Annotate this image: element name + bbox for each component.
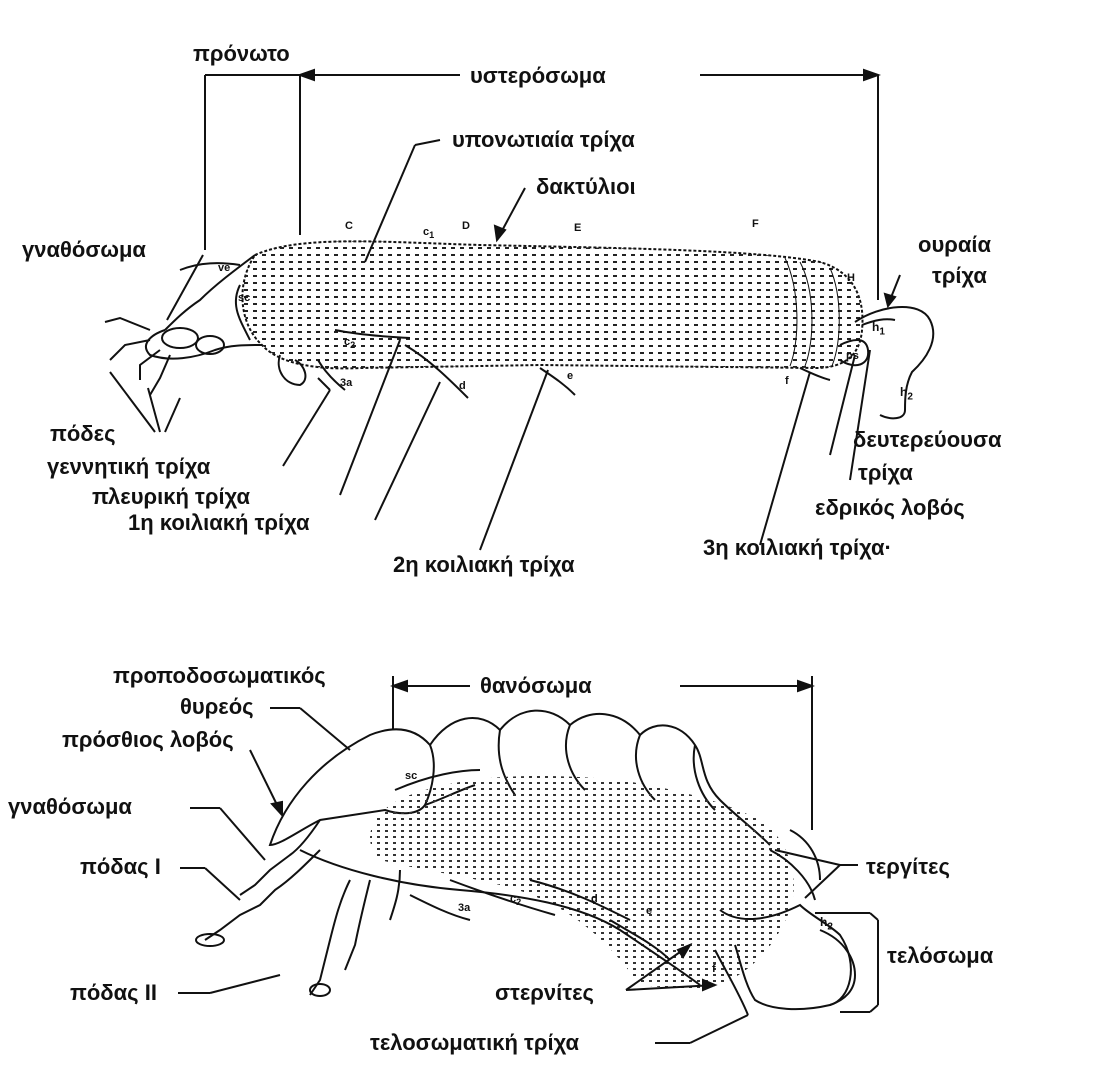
leader-koiliaki3 [760,372,810,545]
code-d-bottom: d [591,893,598,905]
code-f: f [785,375,789,387]
code-f-bottom: f [712,963,716,975]
code-e-bottom: e [646,905,652,917]
label-deutereuousa-1: δευτερεύουσα [853,428,1002,452]
code-3a-bottom: 3a [458,902,470,914]
label-koiliaki1: 1η κοιλιακή τρίχα [128,511,310,535]
label-ysterosoma: υστερόσωμα [470,64,606,88]
label-pleuriki: πλευρική τρίχα [92,485,250,509]
label-podas1: πόδας I [80,855,161,879]
label-yponotiaia: υπονωτιαία τρίχα [452,128,635,152]
leader-koiliaki1 [375,382,440,520]
label-gennitiki: γεννητική τρίχα [47,455,210,479]
code-3a: 3a [340,377,352,389]
code-H: H [847,272,855,284]
code-C: C [345,220,353,232]
label-koiliaki3: 3η κοιλιακή τρίχα· [703,536,892,560]
code-h2: h2 [900,385,913,402]
code-E: E [574,222,581,234]
label-gnathosoma-top: γναθόσωμα [22,238,146,262]
label-telosoma: τελόσωμα [887,944,993,968]
label-prosthios: πρόσθιος λοβός [62,728,234,752]
code-F: F [752,218,759,230]
label-propodosomatikos: προποδοσωματικός [113,664,326,688]
code-d: d [459,380,466,392]
leader-deutereuousa [830,355,855,455]
code-D: D [462,220,470,232]
label-thyreos: θυρεός [180,695,254,719]
code-ps: ps [846,350,859,362]
label-podas2: πόδας II [70,981,157,1005]
label-koiliaki2: 2η κοιλιακή τρίχα [393,553,575,577]
label-daktylioi: δακτύλιοι [536,175,636,199]
leader-koiliaki2 [480,370,548,550]
code-h1: h1 [872,320,885,337]
code-h2-bottom: h2 [820,915,833,932]
leader-yponotiaia [415,140,440,145]
seta-ve [180,263,240,270]
code-ve: ve [218,262,230,274]
label-deutereuousa-2: τρίχα [858,461,913,485]
code-c1: c1 [423,226,434,240]
leader-gennitiki [283,390,330,466]
code-sc: sc [238,292,250,304]
code-c2: c2 [344,336,355,350]
code-sc-bottom: sc [405,770,417,782]
code-c2-bottom: c2 [510,893,521,907]
label-podes: πόδες [50,422,116,446]
label-edrikos: εδρικός λοβός [815,496,965,520]
label-ouraia-2: τρίχα [932,264,987,288]
label-thanosoma: θανόσωμα [480,674,592,698]
seta-f [800,368,830,380]
label-pronoto: πρόνωτο [193,42,290,66]
label-telosomatiki: τελοσωματική τρίχα [370,1031,579,1055]
code-e: e [567,370,573,382]
label-gnathosoma-bottom: γναθόσωμα [8,795,132,819]
label-sternites: στερνίτες [495,981,594,1005]
label-ouraia-1: ουραία [918,233,991,257]
seta-h2-bottom [820,930,855,1005]
label-tergites: τεργίτες [866,855,950,879]
